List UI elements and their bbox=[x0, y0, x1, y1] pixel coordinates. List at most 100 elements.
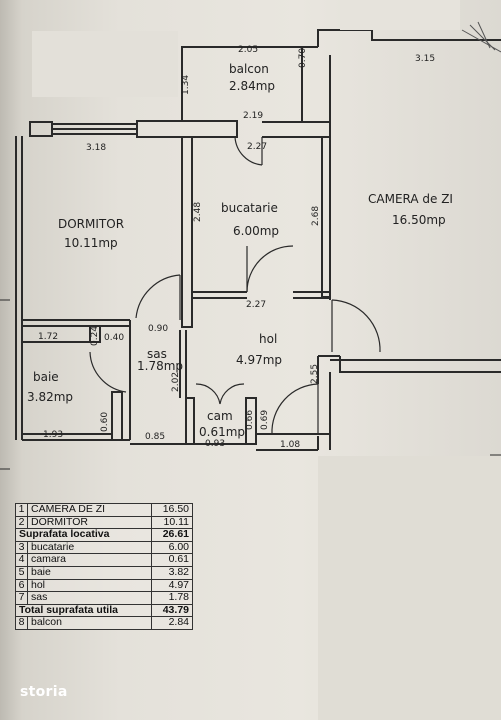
room-name-hol: hol bbox=[259, 332, 277, 346]
wall-segment bbox=[136, 120, 238, 138]
legend-area-value: 4.97 bbox=[151, 578, 193, 593]
legend-area-value: 1.78 bbox=[151, 591, 193, 605]
room-area-sas: 1.78mp bbox=[137, 359, 183, 373]
room-area-cam: 0.61mp bbox=[199, 425, 245, 439]
dim-balcon-top: 2.05 bbox=[238, 45, 258, 55]
compass-mark bbox=[461, 21, 501, 53]
room-name-dormitor: DORMITOR bbox=[58, 217, 124, 231]
dim-bucatarie-top: 2.27 bbox=[247, 142, 267, 152]
room-name-sas: sas bbox=[147, 347, 167, 361]
page-edge-ticks bbox=[0, 299, 501, 470]
legend-room-name: baie bbox=[27, 565, 152, 580]
room-name-balcon: balcon bbox=[229, 62, 269, 76]
room-name-baie: baie bbox=[33, 370, 59, 384]
legend-number: 1 bbox=[15, 503, 28, 517]
door-bath bbox=[89, 351, 127, 393]
balcony-wall bbox=[181, 46, 303, 122]
legend-total-label: Suprafata locativa bbox=[15, 528, 152, 542]
living-room-wall-bottom bbox=[339, 356, 501, 373]
dim-baie-024: 0.24 bbox=[90, 326, 100, 346]
legend-number: 2 bbox=[15, 515, 28, 530]
dim-sas-bottom: 0.85 bbox=[145, 432, 165, 442]
door-living-room bbox=[331, 299, 381, 353]
dim-balcon-left: 1.34 bbox=[181, 75, 191, 95]
redacted-area bbox=[32, 31, 178, 97]
door-kitchen-balcony bbox=[234, 136, 263, 166]
wall-kitchen-right bbox=[321, 136, 331, 298]
door-swings bbox=[89, 136, 381, 435]
legend-number: 6 bbox=[15, 578, 28, 593]
legend-room-name: camara bbox=[27, 553, 152, 567]
room-area-bucatarie: 6.00mp bbox=[233, 224, 279, 238]
legend-number: 7 bbox=[15, 591, 28, 605]
dim-bucatarie-right: 2.68 bbox=[311, 206, 321, 226]
room-labels: balcon 2.84mp CAMERA de ZI 16.50mp DORMI… bbox=[27, 62, 453, 439]
legend-area-value: 43.79 bbox=[151, 603, 193, 618]
legend-area-value: 2.84 bbox=[151, 616, 193, 630]
dim-sas-090: 0.90 bbox=[148, 324, 168, 334]
door-entrance bbox=[271, 383, 319, 435]
legend-room-name: sas bbox=[27, 591, 152, 605]
legend-number: 4 bbox=[15, 553, 28, 567]
dim-baie-top: 1.72 bbox=[38, 332, 58, 342]
legend-room-name: bucatarie bbox=[27, 540, 152, 555]
dim-baie-040: 0.40 bbox=[104, 333, 124, 343]
legend-area-value: 26.61 bbox=[151, 528, 193, 542]
wall-kitchen-left bbox=[181, 136, 193, 328]
door-kitchen bbox=[246, 245, 294, 293]
dim-cam-069: 0.69 bbox=[260, 410, 270, 430]
legend-number: 8 bbox=[15, 616, 28, 630]
door-cam-right bbox=[219, 383, 245, 405]
dim-camera-top: 3.15 bbox=[415, 54, 435, 64]
dim-cam-bottom: 0.93 bbox=[205, 439, 225, 449]
room-name-camera-de-zi: CAMERA de ZI bbox=[368, 192, 453, 206]
legend-area-value: 6.00 bbox=[151, 540, 193, 555]
legend-room-name: hol bbox=[27, 578, 152, 593]
room-area-baie: 3.82mp bbox=[27, 390, 73, 404]
dim-dormitor-top: 3.18 bbox=[86, 143, 106, 153]
wall-bath-right bbox=[111, 391, 123, 441]
dim-hol-top: 2.27 bbox=[246, 300, 266, 310]
legend-total-label: Total suprafata utila bbox=[15, 603, 152, 618]
room-area-camera-de-zi: 16.50mp bbox=[392, 213, 446, 227]
legend-room-name: balcon bbox=[27, 616, 152, 630]
redacted-area bbox=[340, 0, 460, 30]
room-name-cam: cam bbox=[207, 409, 233, 423]
legend-room-name: DORMITOR bbox=[27, 515, 152, 530]
legend-area-value: 3.82 bbox=[151, 565, 193, 580]
dim-balcon-bottom: 2.19 bbox=[243, 111, 263, 121]
dim-baie-bottom: 1.93 bbox=[43, 430, 63, 440]
dim-bucatarie-left: 2.48 bbox=[193, 202, 203, 222]
door-cam-left bbox=[195, 383, 221, 405]
storia-watermark: storia bbox=[20, 684, 68, 700]
legend-area-value: 10.11 bbox=[151, 515, 193, 530]
legend-room-name: CAMERA DE ZI bbox=[27, 503, 152, 517]
room-area-balcon: 2.84mp bbox=[229, 79, 275, 93]
dim-hol-255: 2.55 bbox=[310, 364, 320, 384]
room-area-dormitor: 10.11mp bbox=[64, 236, 118, 250]
wall-stub bbox=[89, 325, 101, 343]
wall-pillar bbox=[29, 121, 53, 137]
dim-balcon-right: 0.70 bbox=[298, 48, 308, 68]
dim-baie-060: 0.60 bbox=[100, 412, 110, 432]
legend-area-value: 0.61 bbox=[151, 553, 193, 567]
dimension-labels: 2.05 1.34 0.70 2.19 3.15 3.18 2.27 2.48 … bbox=[38, 45, 435, 450]
dim-hol-bottom: 1.08 bbox=[280, 440, 300, 450]
dim-hol-202: 2.02 bbox=[171, 372, 181, 392]
legend-number: 3 bbox=[15, 540, 28, 555]
wall-cam-left bbox=[185, 397, 195, 445]
legend-number: 5 bbox=[15, 565, 28, 580]
